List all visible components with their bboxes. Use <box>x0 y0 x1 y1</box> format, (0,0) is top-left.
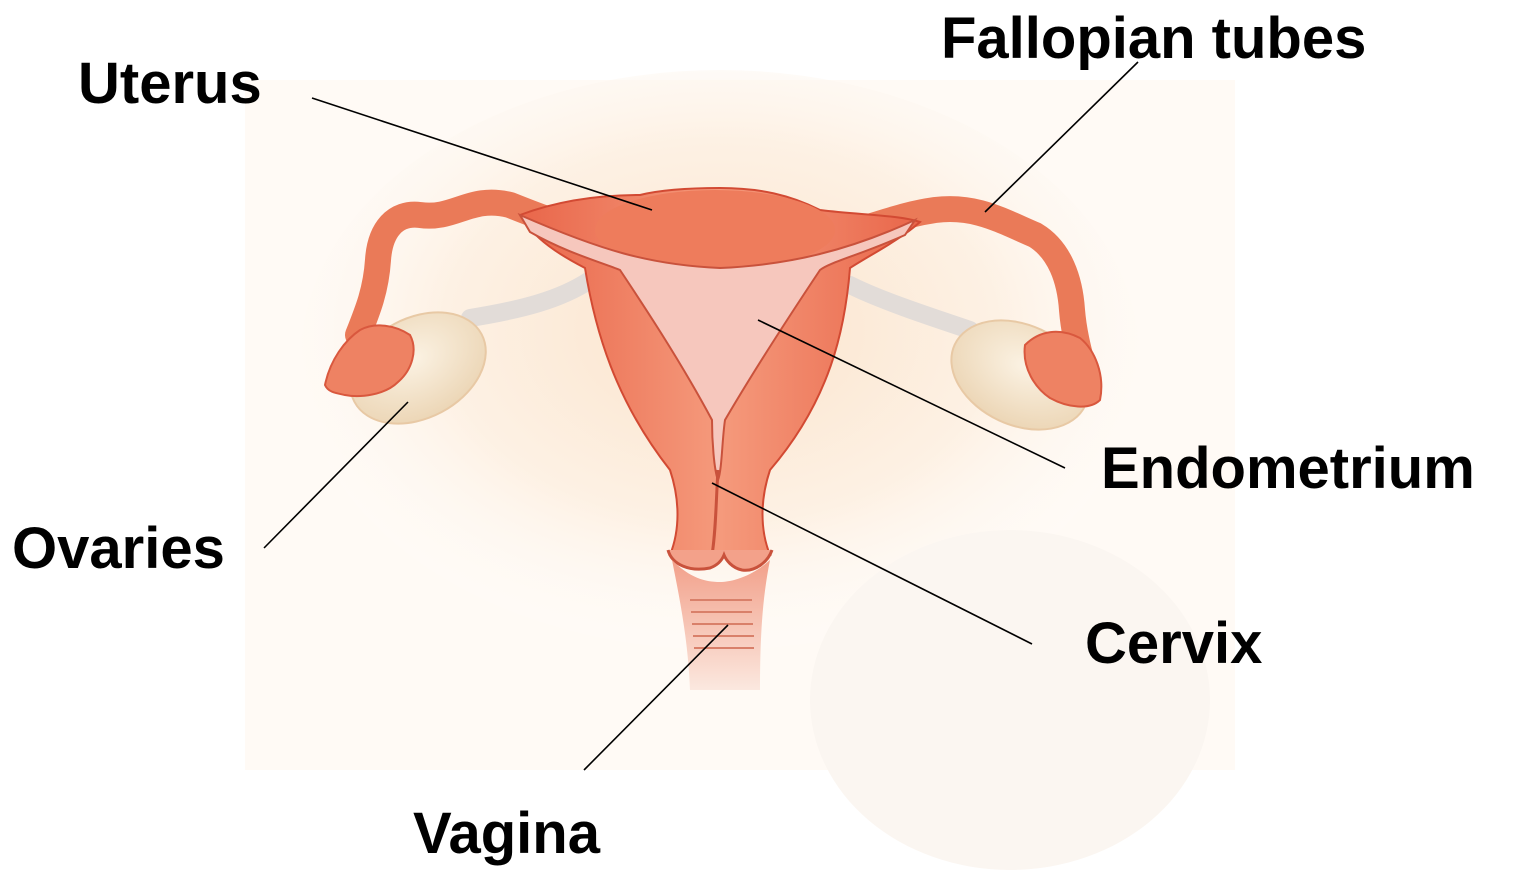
label-endometrium: Endometrium <box>1101 440 1475 498</box>
label-fallopian-tubes: Fallopian tubes <box>941 10 1366 68</box>
label-ovaries: Ovaries <box>12 520 225 578</box>
label-cervix: Cervix <box>1085 615 1262 673</box>
background-shadow-right <box>810 530 1210 870</box>
label-vagina: Vagina <box>413 805 600 863</box>
label-uterus: Uterus <box>78 55 262 113</box>
